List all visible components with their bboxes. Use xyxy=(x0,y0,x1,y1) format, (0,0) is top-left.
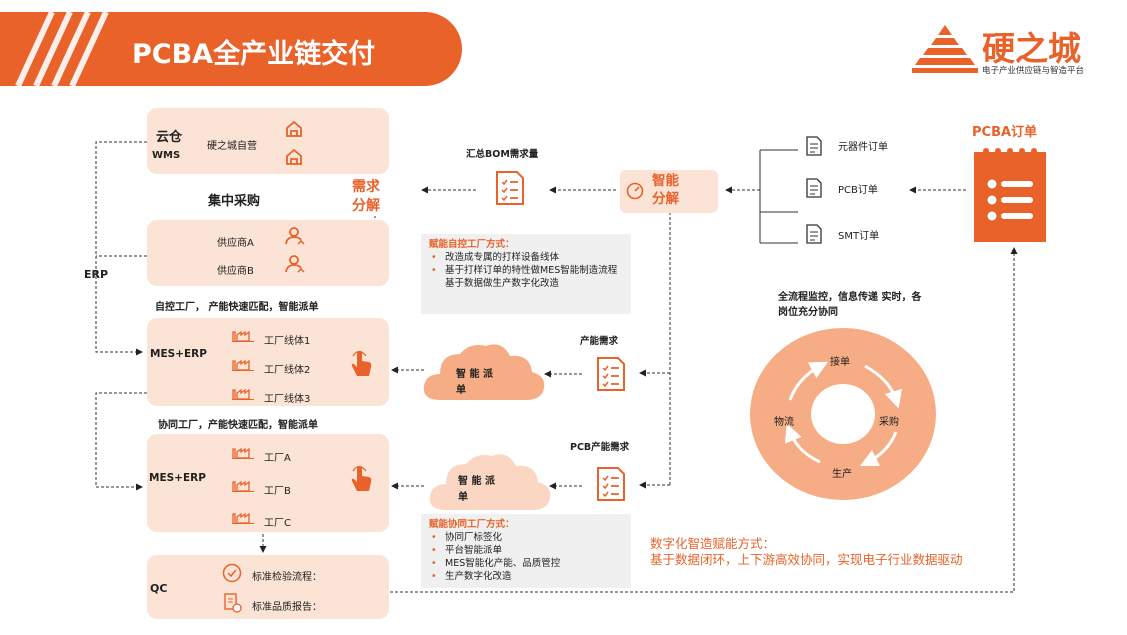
features-title: 赋能自控工厂方式： xyxy=(429,239,515,250)
ring-label: 接单 xyxy=(830,357,850,368)
collab-factory-features: 赋能协同工厂方式： 协同厂标签化 平台智能派单 MES智能化产能、品质管控 生产… xyxy=(421,514,631,588)
factory-icon xyxy=(232,512,254,524)
pcba-order-title: PCBA订单 xyxy=(972,125,1038,140)
collab-factory-box xyxy=(147,434,389,532)
warehouse-box xyxy=(147,108,389,174)
self-factory-system: MES+ERP xyxy=(150,348,207,360)
order-label: PCB订单 xyxy=(838,185,878,196)
erp-label: ERP xyxy=(84,268,109,281)
factory-line-label: 工厂线体1 xyxy=(264,336,311,347)
checklist-icon xyxy=(597,357,625,391)
self-factory-features: 赋能自控工厂方式： 改造成专属的打样设备线体 基于打样订单的特性做MES智能制造… xyxy=(421,234,631,314)
smart-split-box xyxy=(620,170,718,213)
order-list-icon xyxy=(974,148,1046,242)
process-ring xyxy=(750,328,936,500)
collab-factory-system: MES+ERP xyxy=(149,472,206,484)
factory-icon xyxy=(232,388,254,400)
factory-line-label: 工厂线体3 xyxy=(264,394,311,405)
warehouse-title: 云仓 xyxy=(156,130,183,145)
factory-icon xyxy=(232,447,254,459)
factory-label: 工厂B xyxy=(264,486,291,497)
warehouse-label: 硬之城自营 xyxy=(207,141,257,152)
centralized-purchase: 集中采购 xyxy=(208,194,261,209)
document-icon xyxy=(806,178,822,198)
supplier-person-icon xyxy=(285,255,305,273)
self-factory-box xyxy=(147,318,389,406)
collab-factory-heading: 协同工厂，产能快速匹配，智能派单 xyxy=(158,420,318,431)
feature-item: MES智能化产能、品质管控 xyxy=(429,557,623,570)
feature-item: 改造成专属的打样设备线体 xyxy=(429,251,623,264)
qc-item: 标准检验流程： xyxy=(252,572,322,583)
supplier-box xyxy=(147,220,389,286)
ring-label: 采购 xyxy=(879,417,899,428)
hand-click-icon xyxy=(351,465,372,491)
header-banner xyxy=(0,10,462,88)
warehouse-icon xyxy=(286,120,302,137)
smart-dispatch-cloud xyxy=(423,344,545,400)
demand-split-label: 需求 分解 xyxy=(352,178,380,216)
digital-title: 数字化智造赋能方式： xyxy=(650,536,776,551)
warehouse-subtitle: WMS xyxy=(152,150,181,161)
document-icon xyxy=(806,224,822,244)
supplier-label: 供应商B xyxy=(217,266,254,277)
smart-dispatch-label: 智 能 派 单 xyxy=(458,476,495,503)
supplier-label: 供应商A xyxy=(217,238,254,249)
self-factory-heading: 自控工厂， 产能快速匹配，智能派单 xyxy=(155,302,319,313)
capacity-demand-label: 产能需求 xyxy=(580,336,619,347)
order-label: 元器件订单 xyxy=(838,142,888,153)
order-label: SMT订单 xyxy=(838,231,880,242)
brand-logo-icon xyxy=(912,25,978,73)
feature-item: 平台智能派单 xyxy=(429,544,623,557)
warehouse-icon xyxy=(286,148,302,165)
smart-dispatch-label: 智 能 派 单 xyxy=(456,369,493,396)
features-title: 赋能协同工厂方式： xyxy=(429,519,515,530)
document-icon xyxy=(806,136,822,156)
feature-item: 生产数字化改造 xyxy=(429,570,623,583)
factory-label: 工厂C xyxy=(264,518,291,529)
brand-tagline: 电子产业供应链与智造平台 xyxy=(982,66,1085,76)
qc-title: QC xyxy=(150,582,168,595)
checklist-icon xyxy=(597,467,625,501)
gauge-icon xyxy=(626,182,644,200)
brand-name: 硬之城 xyxy=(982,29,1081,68)
factory-icon xyxy=(232,359,254,371)
ring-label: 生产 xyxy=(832,469,852,480)
report-icon xyxy=(224,593,242,613)
digital-desc: 基于数据闭环，上下游高效协同，实现电子行业数据驱动 xyxy=(650,552,963,567)
factory-label: 工厂A xyxy=(264,453,291,464)
supplier-person-icon xyxy=(285,227,305,245)
check-circle-icon xyxy=(222,563,242,583)
smart-split-label: 智能 分解 xyxy=(652,173,679,207)
hand-click-icon xyxy=(351,350,372,376)
qc-item: 标准品质报告： xyxy=(252,602,322,613)
qc-box xyxy=(147,555,389,619)
factory-icon xyxy=(232,330,254,342)
pcb-capacity-demand-label: PCB产能需求 xyxy=(570,442,630,453)
feature-item: 协同厂标签化 xyxy=(429,531,623,544)
page-title: PCBA全产业链交付 xyxy=(132,39,376,70)
bom-summary-label: 汇总BOM需求量 xyxy=(466,149,539,160)
checklist-icon xyxy=(496,171,524,205)
smart-dispatch-cloud xyxy=(429,454,551,510)
ring-label: 物流 xyxy=(774,417,794,428)
feature-item: 基于打样订单的特性做MES智能制造流程基于数据做生产数字化改造 xyxy=(429,264,623,290)
monitor-text: 全流程监控，信息传递 实时，各岗位充分协同 xyxy=(778,292,922,318)
factory-line-label: 工厂线体2 xyxy=(264,365,311,376)
factory-icon xyxy=(232,480,254,492)
